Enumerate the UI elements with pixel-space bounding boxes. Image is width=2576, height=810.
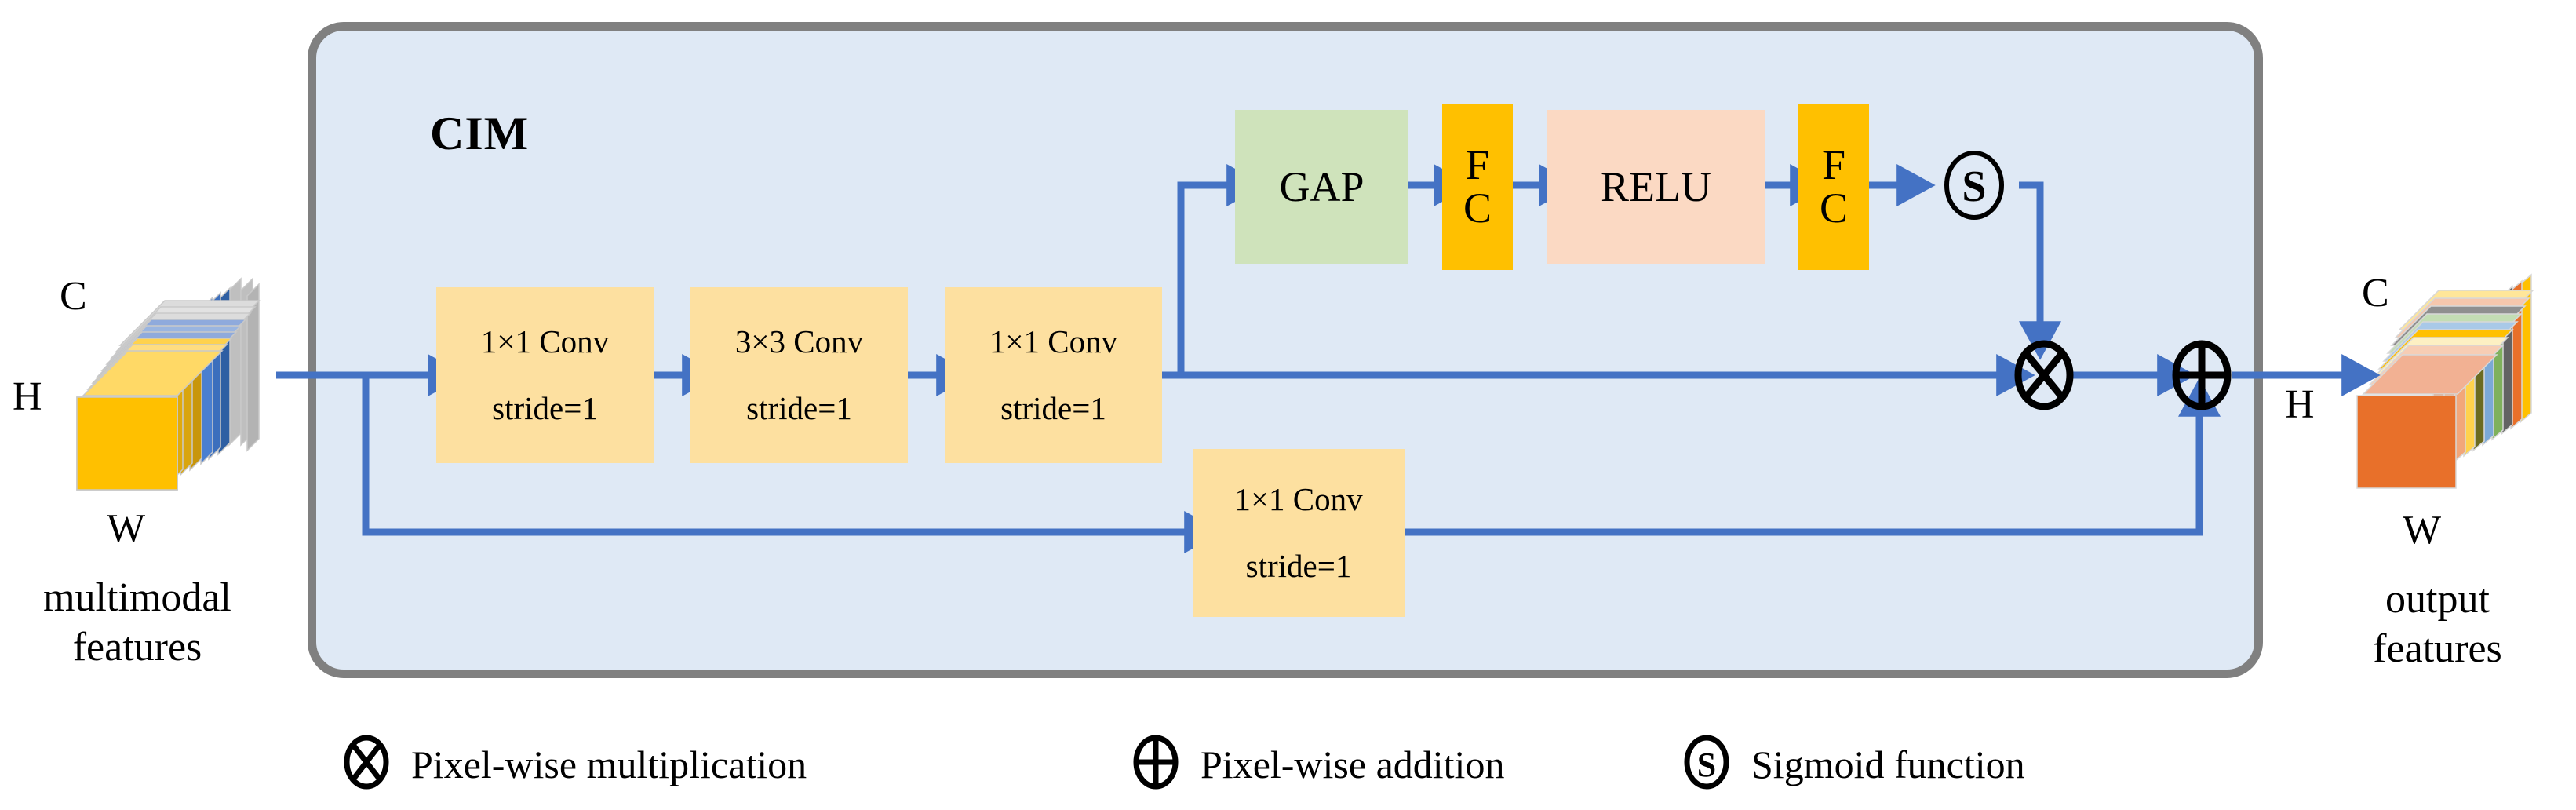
multiply-icon [339,732,394,797]
block-fc2-line2: C [1819,184,1849,232]
block-conv1-line2: stride=1 [492,390,598,426]
legend-label-addition: Pixel-wise addition [1201,742,1505,786]
block-conv1[interactable]: 1×1 Conv stride=1 [436,287,654,463]
output-feature-cube [2323,259,2576,494]
block-fc1[interactable]: F C [1442,104,1513,270]
output-axis-h-label: H [2285,382,2315,427]
output-caption-line2: features [2373,626,2502,672]
add-icon [1128,732,1183,797]
svg-text:S: S [1697,746,1716,784]
input-axis-c-label: C [60,274,87,319]
legend: Pixel-wise multiplication Pixel-wise add… [0,722,2576,810]
pixel-wise-multiplication-node[interactable] [2005,336,2083,414]
output-axis-w-label: W [2403,508,2442,553]
block-conv3-line2: stride=1 [1000,390,1106,426]
input-axis-w-label: W [107,506,146,551]
block-fc2[interactable]: F C [1798,104,1869,270]
block-gap-label: GAP [1279,162,1365,210]
input-axis-h-label: H [13,374,42,419]
output-caption: output features [2299,575,2576,674]
input-caption-line1: multimodal [43,575,231,620]
input-caption: multimodal features [0,573,275,673]
input-feature-cube [47,259,306,494]
cim-module-title: CIM [430,108,530,159]
block-conv2-line2: stride=1 [746,390,852,426]
output-axis-c-label: C [2362,271,2389,316]
output-caption-line1: output [2385,577,2490,622]
legend-item-sigmoid: S Sigmoid function [1679,732,2025,797]
block-conv-skip-line2: stride=1 [1245,548,1352,584]
sigmoid-icon: S [1679,732,1734,797]
block-conv2[interactable]: 3×3 Conv stride=1 [690,287,908,463]
input-caption-line2: features [72,625,202,670]
block-conv3-line1: 1×1 Conv [989,323,1118,359]
block-conv-skip-line1: 1×1 Conv [1234,480,1363,517]
legend-item-addition: Pixel-wise addition [1128,732,1504,797]
block-fc1-line1: F [1465,140,1490,188]
sigmoid-node[interactable]: S [1938,149,2010,221]
block-gap[interactable]: GAP [1235,110,1408,264]
block-relu-label: RELU [1601,162,1711,210]
block-fc2-line1: F [1821,140,1846,188]
legend-item-multiplication: Pixel-wise multiplication [339,732,807,797]
svg-text:S: S [1962,162,1986,211]
block-fc1-line2: C [1463,184,1492,232]
block-conv-skip[interactable]: 1×1 Conv stride=1 [1193,449,1405,617]
legend-label-multiplication: Pixel-wise multiplication [411,742,807,786]
block-conv1-line1: 1×1 Conv [480,323,610,359]
pixel-wise-addition-node[interactable] [2162,336,2241,414]
legend-label-sigmoid: Sigmoid function [1751,742,2025,786]
block-conv2-line1: 3×3 Conv [734,323,864,359]
block-conv3[interactable]: 1×1 Conv stride=1 [945,287,1162,463]
block-relu[interactable]: RELU [1547,110,1765,264]
